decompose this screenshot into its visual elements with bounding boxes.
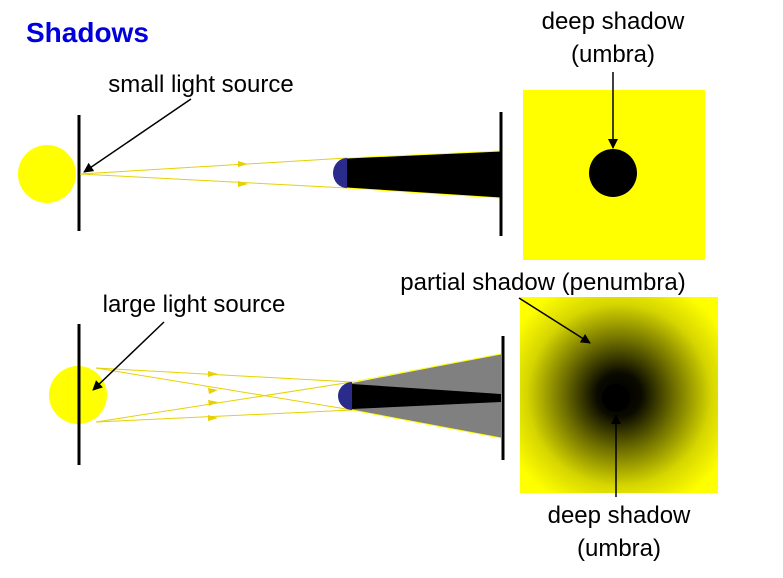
penumbra-pointer-arrow bbox=[518, 297, 591, 344]
ray bbox=[95, 367, 353, 411]
title: Shadows bbox=[26, 17, 149, 48]
ray-arrow bbox=[238, 181, 248, 187]
small-source-label: small light source bbox=[108, 71, 293, 98]
umbra-top-label-line1: deep shadow bbox=[542, 8, 685, 35]
umbra-cone bbox=[352, 384, 501, 409]
umbra-spot bbox=[589, 149, 637, 197]
cone-edge bbox=[346, 150, 502, 159]
umbra-top-label-line2: (umbra) bbox=[571, 41, 655, 68]
ray-arrow bbox=[208, 400, 218, 406]
large-source-pointer-arrow bbox=[92, 321, 165, 391]
opaque-object bbox=[333, 158, 347, 188]
ray bbox=[95, 381, 353, 423]
opaque-object bbox=[338, 382, 352, 410]
ray-arrow bbox=[238, 161, 248, 167]
penumbra-label: partial shadow (penumbra) bbox=[400, 269, 685, 296]
penumbra-wedge-bottom bbox=[352, 400, 501, 438]
large-source-label: large light source bbox=[103, 291, 286, 318]
umbra-bottom-label-line1: deep shadow bbox=[548, 502, 691, 529]
penumbra-wedge-top bbox=[352, 354, 501, 394]
ray-arrow bbox=[208, 371, 218, 377]
small-source-scene: small light source deep shadow (umbra) bbox=[18, 8, 705, 260]
ray-bottom bbox=[79, 173, 348, 189]
ray-extension bbox=[351, 409, 502, 439]
ray-arrow bbox=[208, 415, 218, 421]
small-light-source bbox=[18, 145, 76, 203]
large-source-scene: large light source partial shadow (penum… bbox=[49, 269, 718, 562]
umbra-bottom-label-line2: (umbra) bbox=[577, 535, 661, 562]
ray-extension bbox=[351, 353, 502, 383]
umbra-spot bbox=[602, 384, 630, 412]
cone-edge bbox=[346, 187, 502, 199]
umbra-cone bbox=[347, 151, 501, 198]
ray bbox=[95, 367, 353, 383]
ray bbox=[95, 409, 353, 423]
ray-top bbox=[79, 157, 348, 175]
ray-arrow bbox=[208, 388, 218, 394]
small-source-pointer-arrow bbox=[83, 98, 192, 173]
